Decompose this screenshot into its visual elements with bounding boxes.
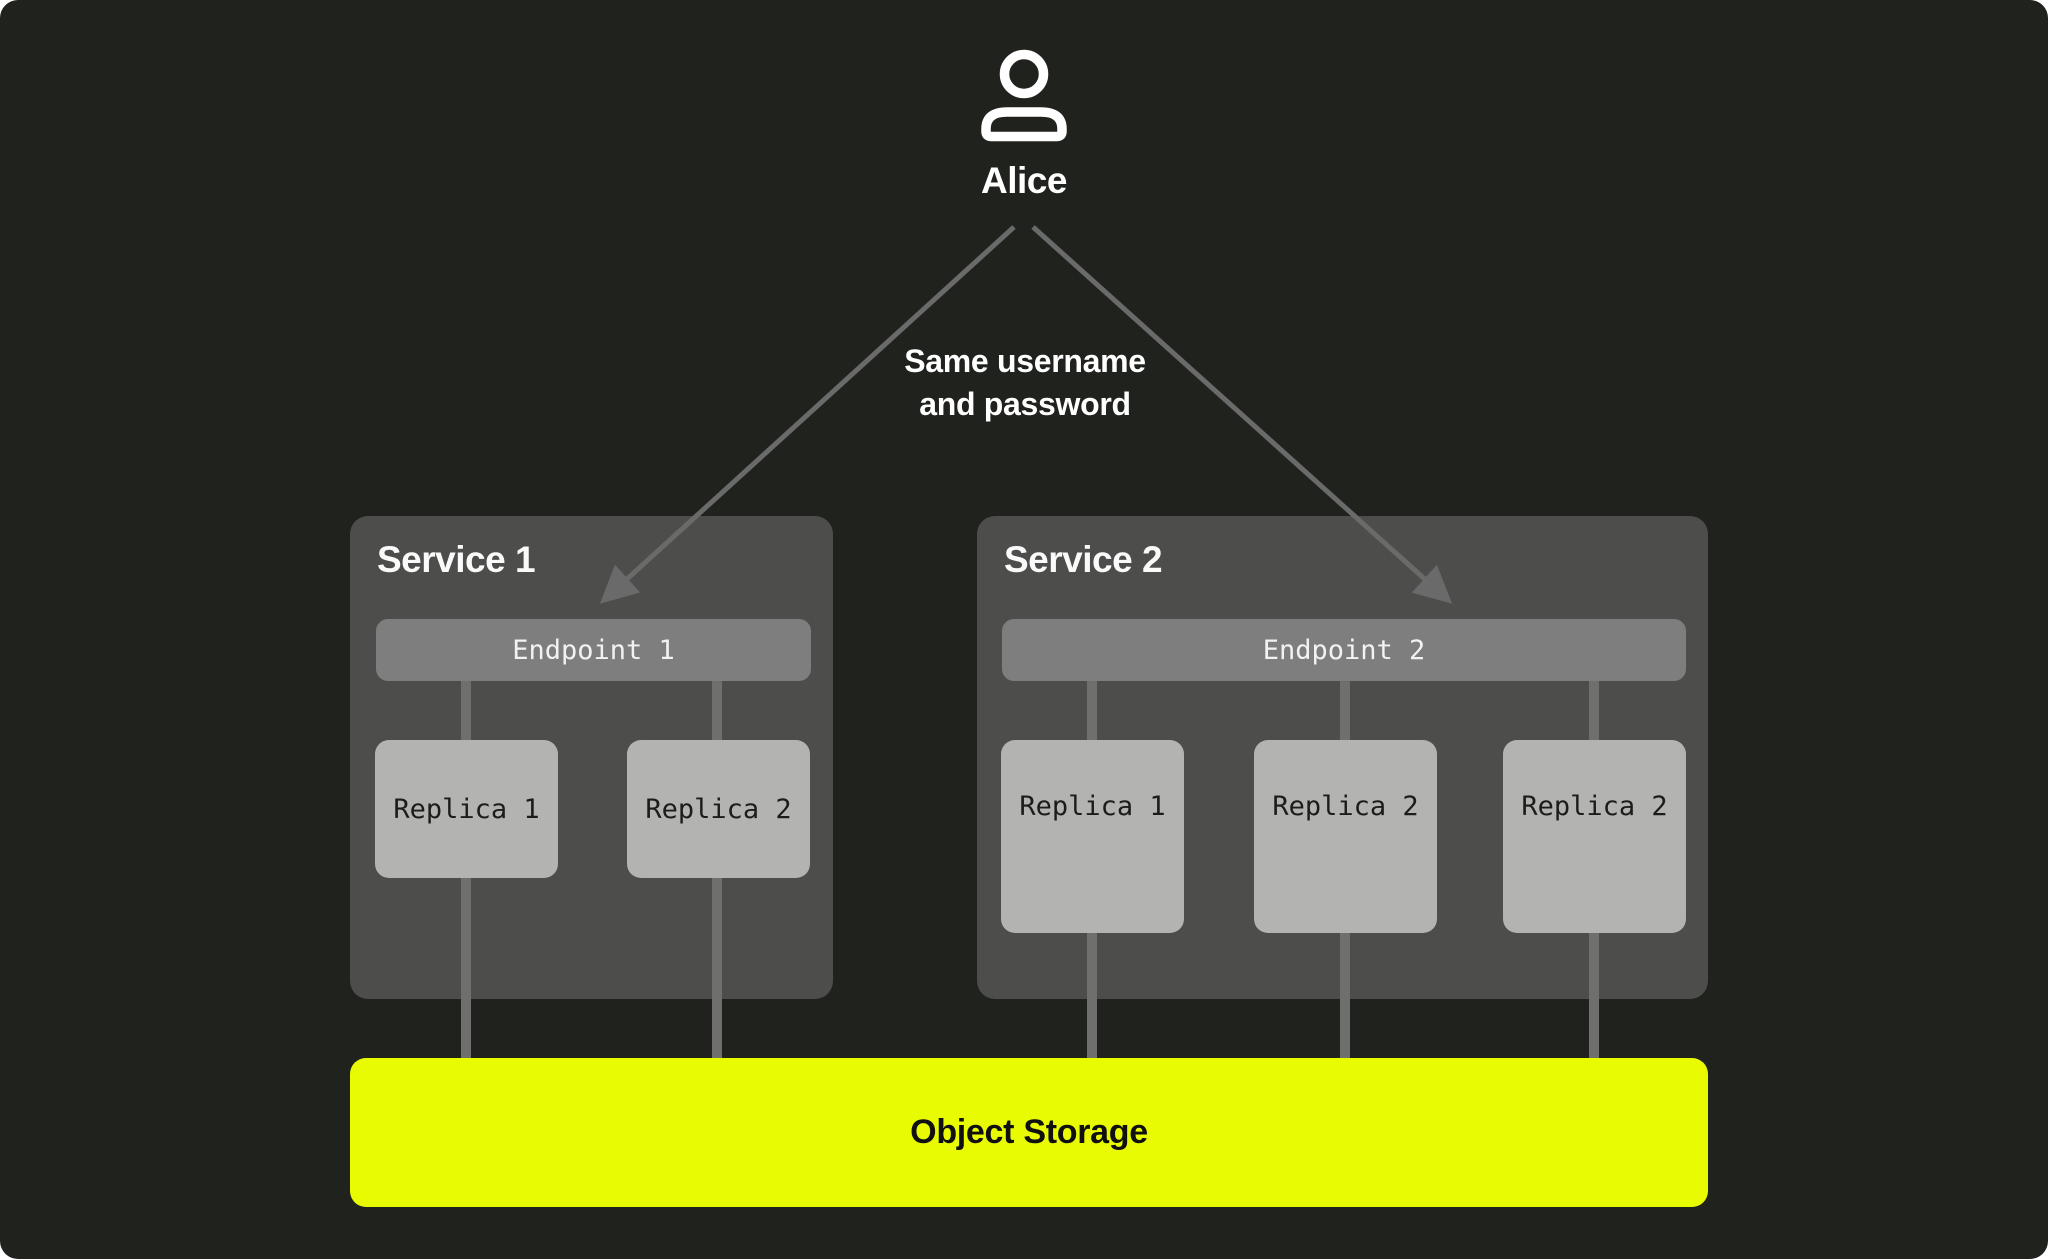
object-storage-bar: Object Storage (350, 1058, 1708, 1207)
service-2-replica-1: Replica 1 (1001, 740, 1184, 933)
service-1-endpoint: Endpoint 1 (376, 619, 811, 681)
annotation-line-2: and password (919, 386, 1131, 422)
user-name: Alice (981, 160, 1067, 201)
service-2-replica-3: Replica 2 (1503, 740, 1686, 933)
person-icon (981, 49, 1067, 142)
service-2-title: Service 2 (1004, 539, 1163, 580)
service-1-title: Service 1 (377, 539, 536, 580)
service-1-replica-1: Replica 1 (375, 740, 558, 878)
annotation-text: Same username and password (825, 340, 1225, 426)
annotation-line-1: Same username (904, 343, 1146, 379)
service-1-replica-2: Replica 2 (627, 740, 810, 878)
service-2-endpoint: Endpoint 2 (1002, 619, 1686, 681)
service-2-replica-2: Replica 2 (1254, 740, 1437, 933)
